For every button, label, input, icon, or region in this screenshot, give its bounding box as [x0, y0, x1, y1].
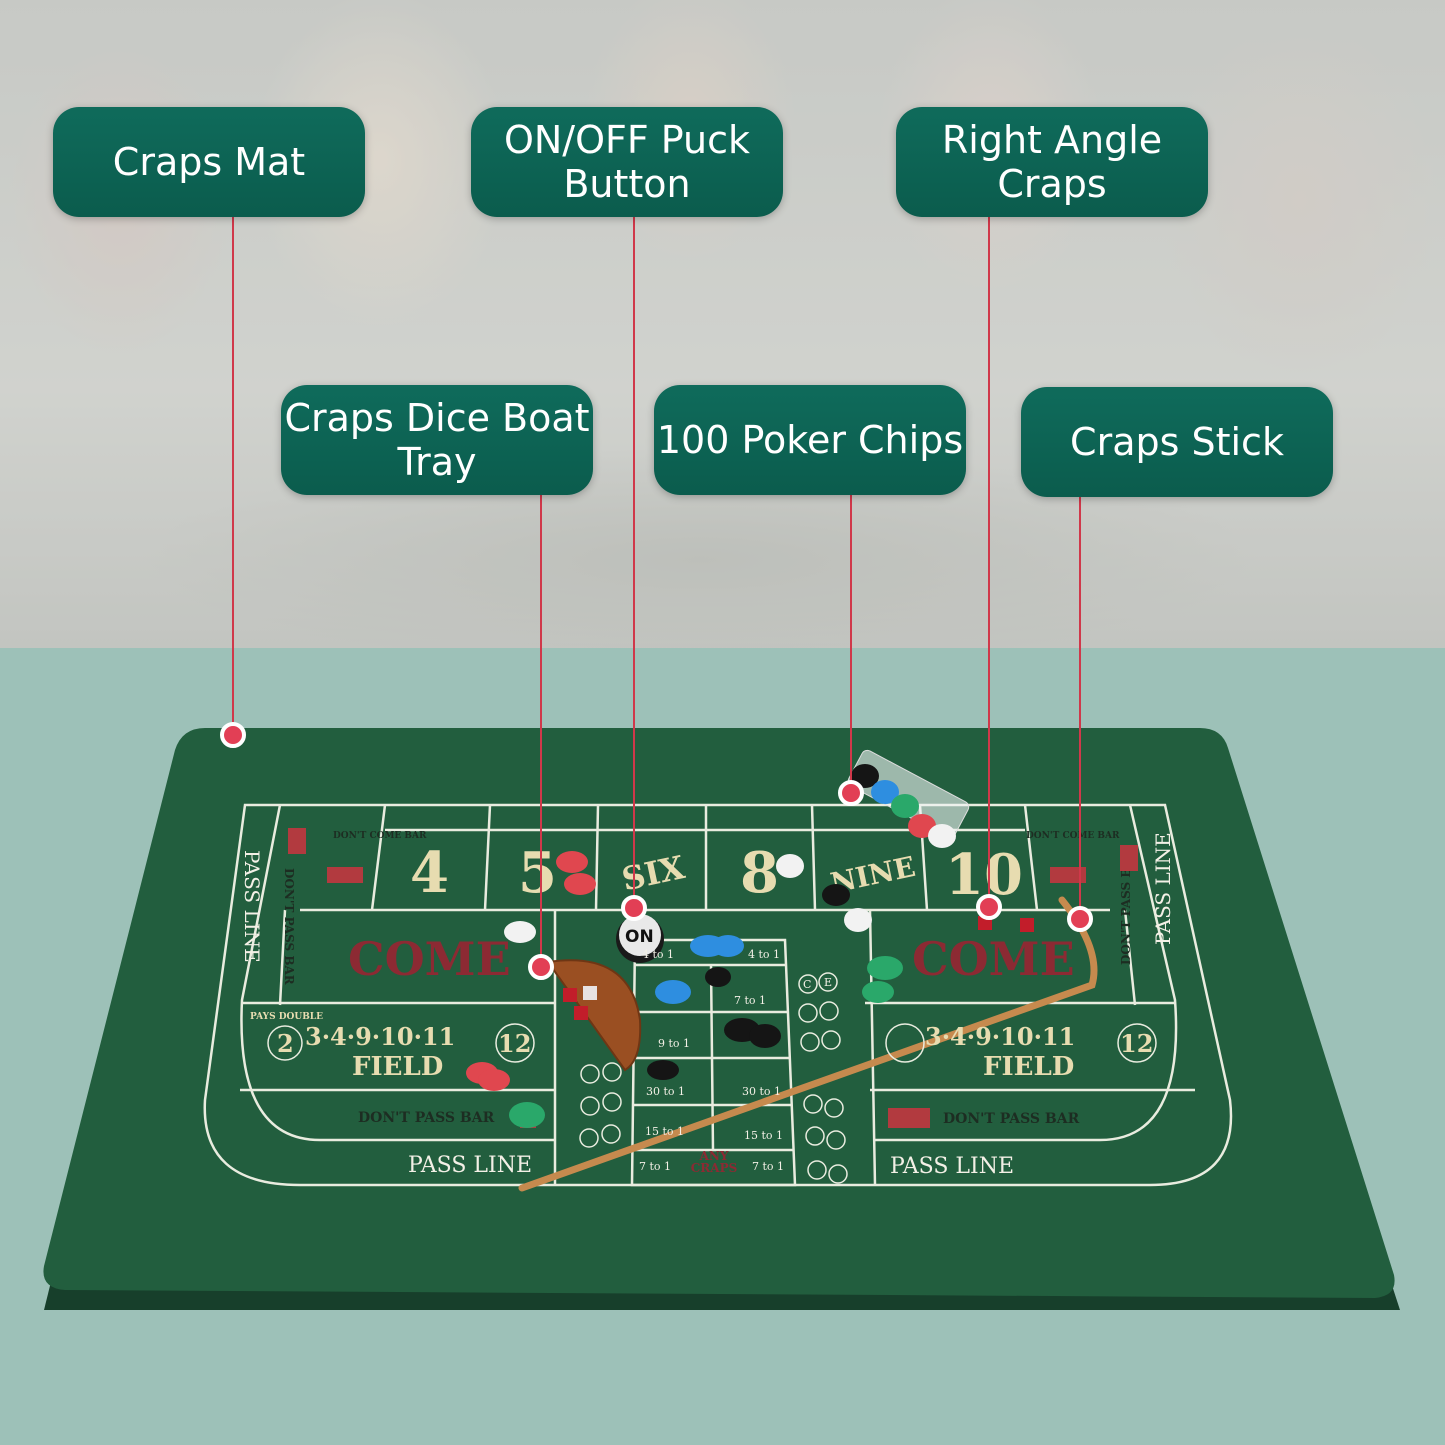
dont-come-bar-right: DON'T COME BAR	[1026, 831, 1120, 841]
odds-label: 30 to 1	[646, 1085, 685, 1098]
odds-label: 7 to 1	[752, 1160, 784, 1173]
callout-dice-boat-tray: Craps Dice Boat Tray	[281, 385, 593, 495]
dice-boat-tray	[546, 959, 642, 1072]
odds-label: 4 to 1	[748, 948, 780, 961]
callout-craps-stick: Craps Stick	[1021, 387, 1333, 497]
odds-label: 15 to 1	[645, 1125, 684, 1138]
dont-pass-bar-right-vertical: DON'T PASS BAR	[1119, 847, 1133, 965]
dice-icons	[288, 828, 1138, 1128]
dont-pass-bar-right: DON'T PASS BAR	[943, 1111, 1080, 1127]
come-left: COME	[348, 932, 511, 986]
pass-line-right: PASS LINE	[1151, 832, 1175, 945]
callout-craps-mat: Craps Mat	[53, 107, 365, 217]
leader-line-right-angle	[988, 217, 990, 907]
e-label: E	[824, 976, 832, 989]
pass-line-bottom-left: PASS LINE	[408, 1153, 532, 1178]
point-8: 8	[740, 840, 779, 906]
poker-chips	[466, 851, 903, 1128]
chip-tray	[847, 749, 970, 848]
field-12: 12	[498, 1029, 531, 1058]
marker-dot-craps-mat	[220, 722, 246, 748]
odds-label: 7 to 1	[734, 994, 766, 1007]
leader-line-dice-boat	[540, 495, 542, 967]
odds-label: 15 to 1	[744, 1129, 783, 1142]
ce-circles	[579, 972, 848, 1184]
pass-line-bottom-right: PASS LINE	[890, 1154, 1014, 1179]
marker-dot-dice-boat	[528, 954, 554, 980]
marker-dot-stick	[1067, 906, 1093, 932]
callout-right-angle-craps: Right Angle Craps	[896, 107, 1208, 217]
pass-line-left: PASS LINE	[240, 850, 264, 963]
marker-dot-right-angle	[976, 894, 1002, 920]
point-4: 4	[410, 840, 449, 906]
point-5: 5	[518, 840, 557, 906]
dont-pass-bar-left: DON'T PASS BAR	[358, 1110, 495, 1126]
field-12-right: 12	[1120, 1029, 1153, 1058]
leader-line-craps-mat	[232, 217, 234, 735]
field-numbers-left: 3·4·9·10·11	[305, 1022, 455, 1051]
come-right: COME	[912, 932, 1075, 986]
leader-line-chips	[850, 495, 852, 793]
field-right: FIELD	[983, 1052, 1074, 1082]
pays-double-label: PAYS DOUBLE	[250, 1012, 323, 1022]
c-label: C	[803, 978, 811, 991]
puck-button: ON	[616, 914, 664, 963]
mat-layout-lines	[203, 803, 1233, 1187]
dont-pass-bar-left-vertical: DON'T PASS BAR	[282, 868, 296, 986]
callout-poker-chips: 100 Poker Chips	[654, 385, 966, 495]
odds-label: 30 to 1	[742, 1085, 781, 1098]
dont-come-bar-left: DON'T COME BAR	[333, 831, 427, 841]
field-left: FIELD	[352, 1052, 443, 1082]
puck-on-label: ON	[625, 927, 654, 947]
dice-in-tray	[563, 986, 597, 1020]
callout-puck-button: ON/OFF Puck Button	[471, 107, 783, 217]
any-craps: ANY CRAPS	[690, 1149, 738, 1175]
marker-dot-puck	[621, 895, 647, 921]
field-2: 2	[277, 1029, 294, 1058]
odds-label: 7 to 1	[639, 1160, 671, 1173]
odds-label: 9 to 1	[658, 1037, 690, 1050]
marker-dot-chips	[838, 780, 864, 806]
leader-line-stick	[1079, 497, 1081, 919]
leader-line-puck	[633, 217, 635, 908]
field-numbers-right: 3·4·9·10·11	[925, 1022, 1075, 1051]
odds-label: 4 to 1	[642, 948, 674, 961]
